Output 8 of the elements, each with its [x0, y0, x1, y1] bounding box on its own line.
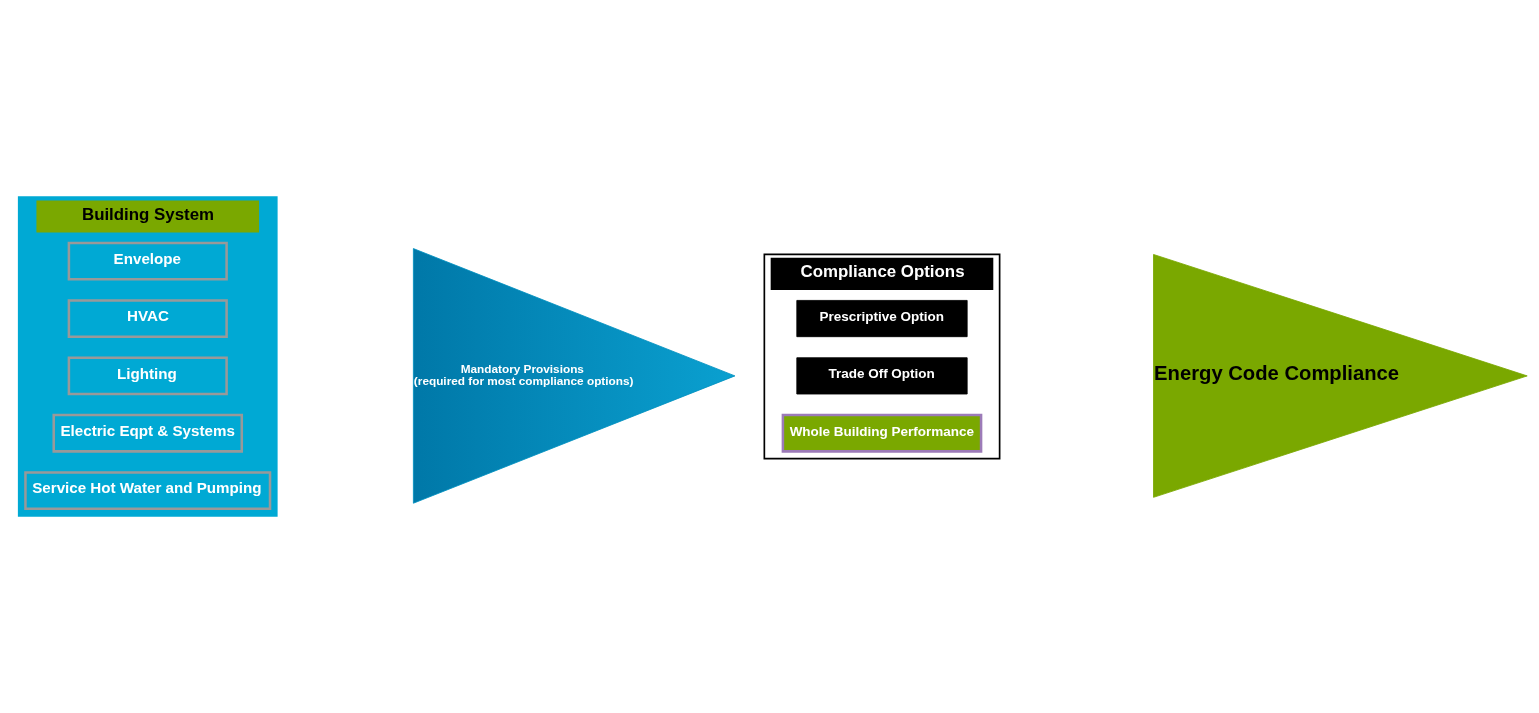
node-box: Envelope [67, 241, 228, 281]
node-box: Service Hot Water and Pumping [24, 471, 272, 510]
node-box: Electric Eqpt & Systems [52, 413, 244, 453]
node-box: Prescriptive Option [796, 300, 968, 338]
node-box: Whole Building Performance [781, 413, 983, 453]
node-box: Trade Off Option [796, 357, 968, 395]
node-box: Lighting [67, 356, 228, 396]
node-box: HVAC [67, 299, 228, 338]
